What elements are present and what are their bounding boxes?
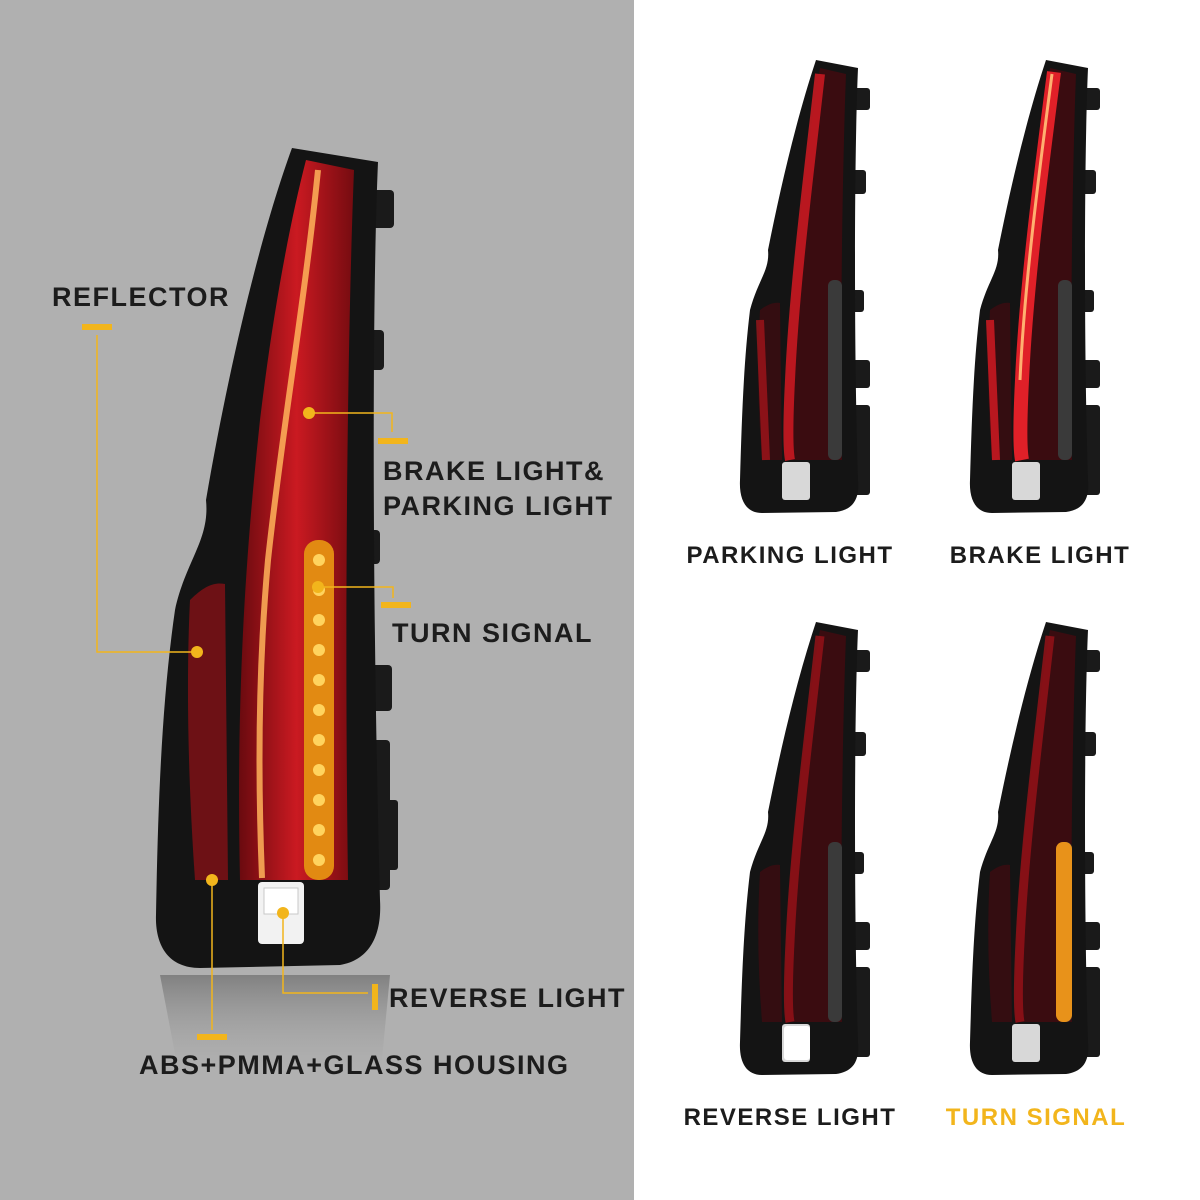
brake-parking-label-line2: PARKING LIGHT: [383, 491, 614, 521]
housing-label: ABS+PMMA+GLASS HOUSING: [139, 1050, 570, 1080]
callout-markers: [82, 324, 411, 1040]
modes-panel: [634, 0, 1200, 1200]
tail-light-reverse-mode-icon: [739, 622, 870, 1075]
reverse-light-label: REVERSE LIGHT: [389, 983, 627, 1013]
caption-brake-light: BRAKE LIGHT: [949, 542, 1131, 569]
main-tail-light-reflection: [160, 975, 390, 1080]
tail-light-brake-mode-icon: [969, 60, 1100, 513]
tail-light-turn-signal-mode-icon: [969, 622, 1100, 1075]
main-tail-light-icon: [155, 148, 398, 968]
tail-light-parking-mode-icon: [739, 60, 870, 513]
brake-parking-label-line1: BRAKE LIGHT&: [383, 456, 605, 486]
caption-turn-signal: TURN SIGNAL: [945, 1104, 1127, 1131]
caption-reverse-light: REVERSE LIGHT: [683, 1104, 897, 1131]
turn-signal-label: TURN SIGNAL: [392, 618, 593, 648]
callout-leader-lines: [96, 335, 394, 1030]
caption-parking-light: PARKING LIGHT: [686, 542, 894, 569]
callout-dots: [191, 407, 324, 919]
reflector-label: REFLECTOR: [52, 282, 231, 312]
